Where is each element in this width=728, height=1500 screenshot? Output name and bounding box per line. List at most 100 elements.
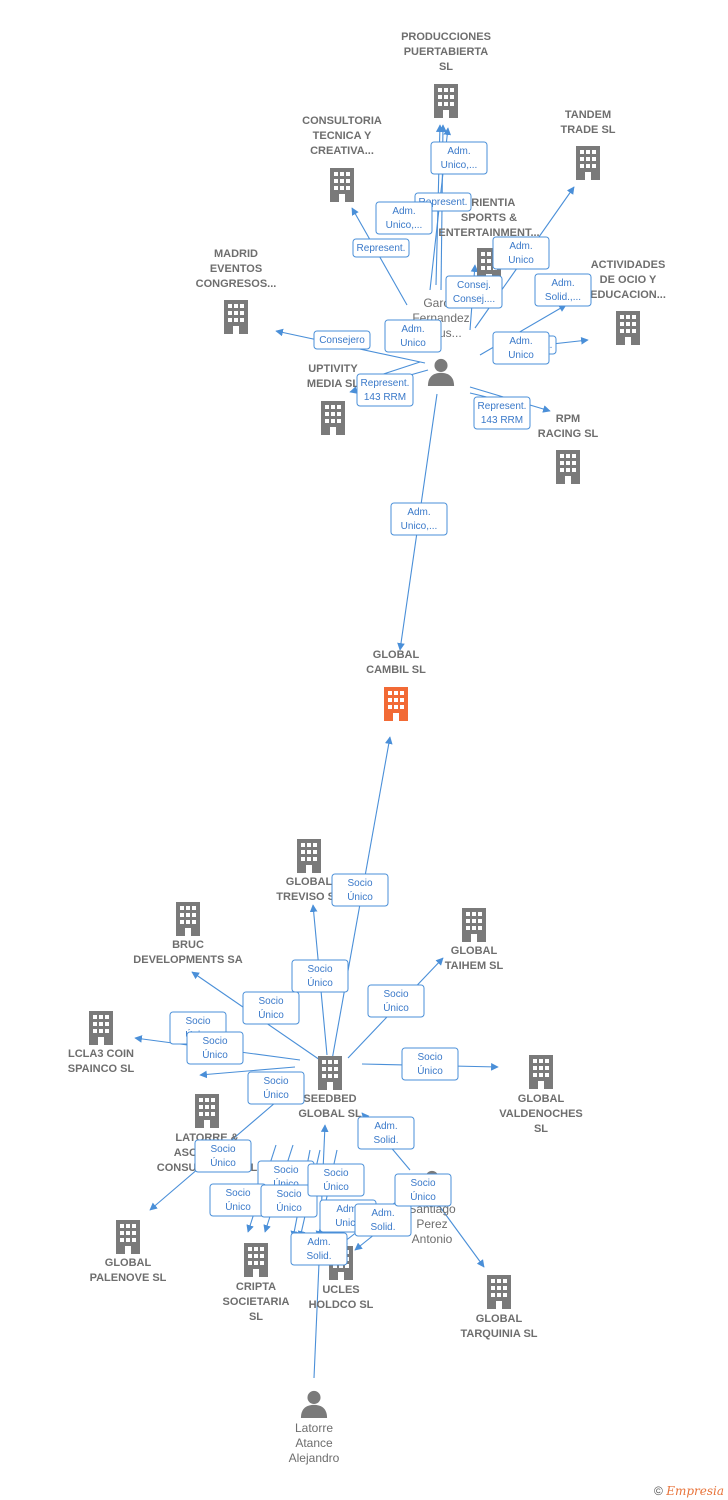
node-label: RACING SL — [538, 428, 599, 440]
edge-label-text: Consej.... — [453, 294, 495, 305]
edge-label-text: Adm. — [336, 1204, 359, 1215]
edge-label-box — [290, 1232, 348, 1266]
edge-label[interactable]: Adm.Solid. — [290, 1232, 348, 1266]
node-label: ACTIVIDADES — [591, 259, 666, 271]
edge-label[interactable]: Represent.143 RRM — [473, 396, 531, 430]
node-bruc[interactable]: BRUC DEVELOPMENTS SA — [133, 902, 243, 966]
edge-label-text: Adm. — [407, 507, 430, 518]
edge-label[interactable]: Adm.Unico,... — [430, 141, 488, 175]
edge-label-text: Socio — [185, 1016, 210, 1027]
edge-label[interactable]: Consej.Consej.... — [445, 275, 503, 309]
edge-label[interactable]: Adm.Unico — [492, 331, 550, 365]
edge-label[interactable]: Adm.Unico — [492, 236, 550, 270]
edge-label-text: Socio — [210, 1144, 235, 1155]
node-madrid[interactable]: MADRIDEVENTOSCONGRESOS... — [196, 248, 277, 334]
node-label: Alejandro — [289, 1451, 340, 1465]
edge-label-text: Represent. — [478, 401, 527, 412]
edge-label[interactable]: Represent.143 RRM — [356, 373, 414, 407]
node-label: EVENTOS — [210, 263, 262, 275]
building-icon — [487, 1275, 511, 1309]
node-label: SPAINCO SL — [68, 1063, 135, 1075]
building-icon — [330, 168, 354, 202]
edge-label-text: Socio — [202, 1036, 227, 1047]
edge-label-text: Socio — [323, 1168, 348, 1179]
edge-label[interactable]: Adm.Unico — [384, 319, 442, 353]
node-label: HOLDCO SL — [309, 1299, 374, 1311]
edge-label-text: Unico — [508, 350, 534, 361]
edge-label[interactable]: Adm.Solid.,... — [534, 273, 592, 307]
edge-label-text: Socio — [410, 1178, 435, 1189]
edge-label-box — [367, 984, 425, 1018]
edge-label-text: Unico,... — [386, 220, 423, 231]
node-label: DEVELOPMENTS SA — [133, 954, 242, 966]
building-icon — [616, 311, 640, 345]
edge-label-box — [534, 273, 592, 307]
edge-label-text: Unico,... — [441, 160, 478, 171]
brand-logo-text[interactable]: Empresia — [666, 1484, 724, 1498]
edge-label-text: Adm. — [509, 241, 532, 252]
edge-label[interactable]: Adm.Unico,... — [375, 201, 433, 235]
edge-label[interactable]: Adm.Solid. — [357, 1116, 415, 1150]
node-label: MEDIA SL — [307, 378, 359, 390]
edge-label-box — [357, 1116, 415, 1150]
node-label: PRODUCCIONES — [401, 31, 491, 43]
node-label: TRADE SL — [561, 124, 616, 136]
edge-label[interactable]: Consejero — [313, 330, 371, 350]
edge-label-box — [492, 236, 550, 270]
node-label: VALDENOCHES — [499, 1108, 583, 1120]
edge-label[interactable]: Adm. Unico,... — [390, 502, 448, 536]
edge-label[interactable]: Represent. — [352, 238, 410, 258]
node-label: EDUCACION... — [590, 289, 666, 301]
edge-label-text: Socio — [273, 1165, 298, 1176]
edge-label-box — [430, 141, 488, 175]
node-label: Atance — [295, 1436, 333, 1450]
node-label: TAIHEM SL — [445, 960, 504, 972]
node-label: GLOBAL — [476, 1313, 523, 1325]
edge-label-text: Solid. — [370, 1222, 395, 1233]
edge-label-text: Represent. — [357, 243, 406, 254]
edge-label[interactable]: Adm.Solid. — [354, 1203, 412, 1237]
building-icon — [89, 1011, 113, 1045]
node-label: CAMBIL SL — [366, 664, 426, 676]
edge-label-box — [354, 1203, 412, 1237]
building-icon — [556, 450, 580, 484]
building-icon — [297, 839, 321, 873]
node-label: CONGRESOS... — [196, 278, 277, 290]
edge-label-box — [384, 319, 442, 353]
node-label: BRUC — [172, 939, 204, 951]
edge-label-text: Único — [225, 1200, 251, 1213]
building-icon — [318, 1056, 342, 1090]
node-label: Antonio — [412, 1232, 453, 1246]
edge-label-text: Unico,... — [401, 521, 438, 532]
